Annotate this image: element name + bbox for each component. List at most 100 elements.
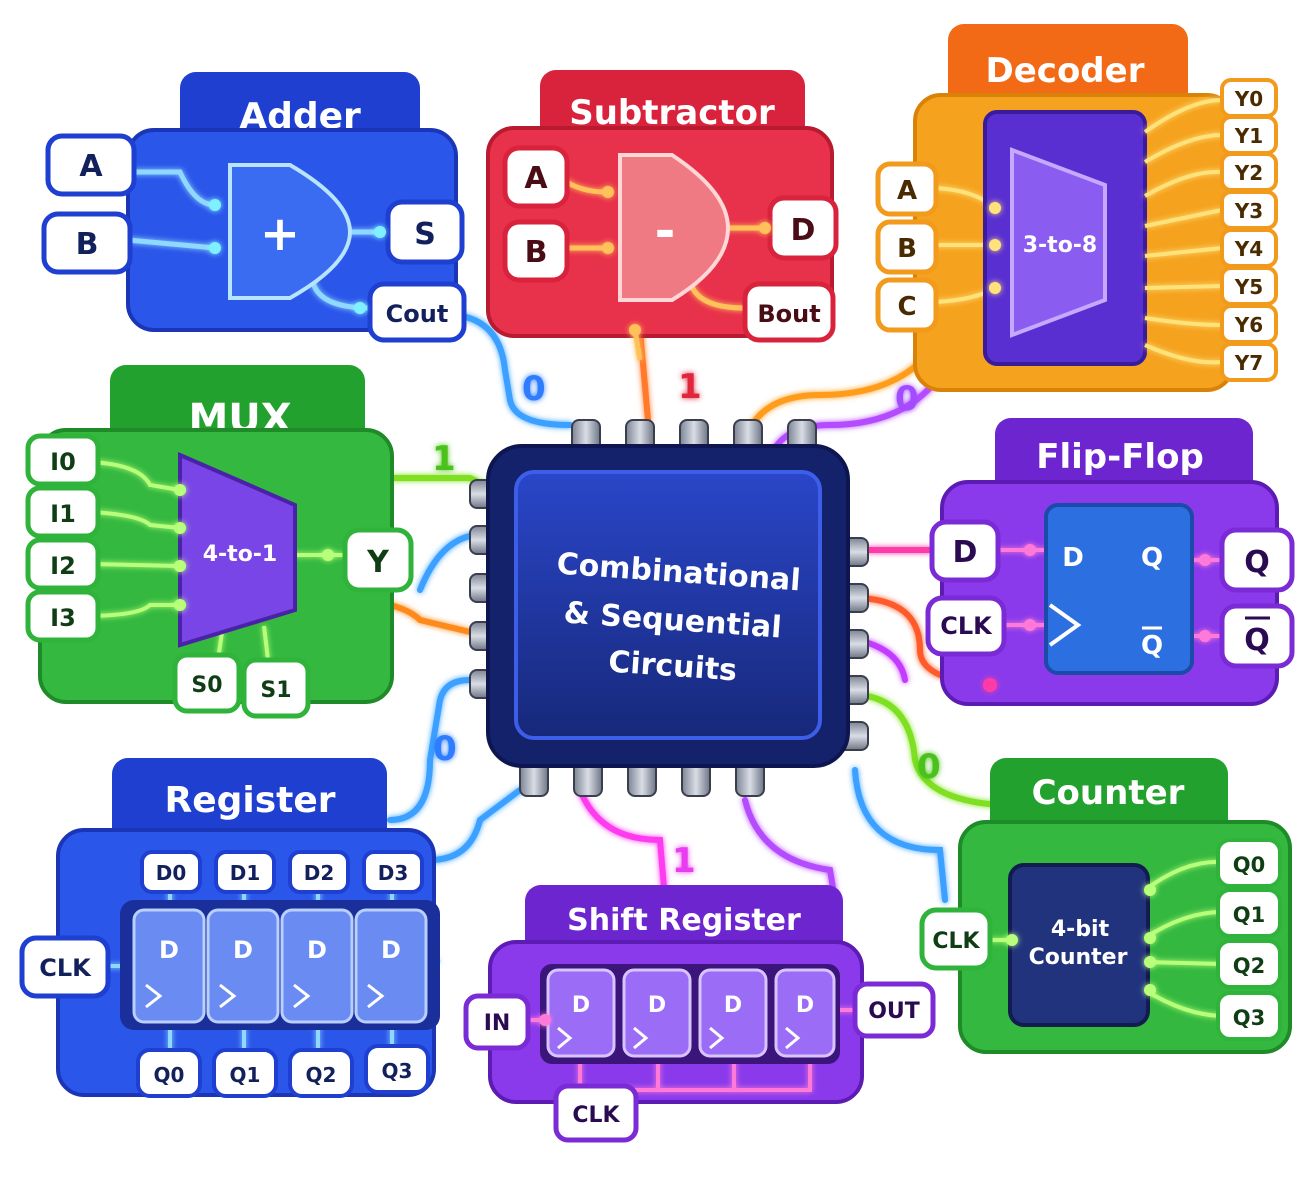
central-chip: Combinational & Sequential Circuits (469, 419, 869, 797)
decoder-out-4: Y4 (1234, 237, 1263, 261)
shift-in: IN (484, 1011, 511, 1036)
counter-out-1: Q1 (1233, 903, 1265, 927)
register-out-3: Q3 (382, 1059, 413, 1083)
wire-register-1 (387, 677, 473, 823)
connection-dots (174, 186, 1211, 1026)
decoder-inputs: A B C (875, 161, 939, 333)
decoder-in-0: A (897, 176, 917, 206)
decoder-out-5: Y5 (1234, 275, 1263, 299)
shift-cell-1: D (648, 993, 666, 1018)
flipflop-clock-triangle (1048, 603, 1082, 647)
wire-counter-1 (857, 692, 1003, 808)
adder-in-a: A (79, 149, 103, 184)
adder-out-s: S (414, 217, 436, 252)
adder-symbol: + (260, 206, 300, 262)
shift-cell-0: D (572, 993, 590, 1018)
adder-gate (228, 163, 353, 300)
adder-module: Adder + A B S Cout (41, 72, 467, 343)
mux-select-1: S1 (260, 678, 291, 703)
decoder-outputs: Y0 Y1 Y2 Y3 Y4 Y5 Y6 Y7 (1220, 78, 1278, 382)
register-module: Register D D D D (19, 758, 441, 1098)
mux-in-0: I0 (50, 448, 76, 476)
register-out-0: Q0 (154, 1063, 185, 1087)
counter-label-line1: 4-bit (1051, 917, 1110, 942)
register-in-2: D2 (304, 861, 335, 885)
register-in-0: D0 (156, 861, 187, 885)
shift-cell-2: D (724, 993, 742, 1018)
wire-shift-1 (577, 787, 668, 903)
wire-register-2 (427, 787, 523, 863)
shift-out: OUT (868, 999, 920, 1024)
counter-out-2: Q2 (1233, 954, 1265, 978)
mux-in-3: I3 (50, 604, 76, 632)
flipflop-title: Flip-Flop (1036, 437, 1204, 477)
shift-clk: CLK (572, 1103, 620, 1128)
subtractor-in-a: A (524, 161, 548, 196)
wire-counter-2 (852, 767, 948, 903)
register-in-1: D1 (230, 861, 261, 885)
register-cell-1: D (233, 936, 253, 964)
flipflop-in-d: D (953, 535, 978, 570)
bit-mux: 1 (432, 439, 456, 479)
mux-in-1: I1 (50, 500, 76, 528)
decoder-module: Decoder 3-to-8 A B C (875, 24, 1278, 392)
decoder-out-7: Y7 (1234, 351, 1263, 375)
register-title: Register (164, 780, 335, 821)
shift-title: Shift Register (567, 903, 801, 938)
mux-in-2: I2 (50, 552, 76, 580)
bit-labels: 0 1 0 1 0 1 0 (432, 367, 941, 881)
bit-subtractor: 1 (678, 367, 702, 407)
decoder-out-1: Y1 (1234, 124, 1263, 148)
decoder-title: Decoder (986, 51, 1145, 91)
bit-shift: 1 (672, 841, 696, 881)
decoder-out-6: Y6 (1234, 313, 1263, 337)
counter-clk: CLK (932, 929, 980, 954)
decoder-out-3: Y3 (1234, 199, 1263, 223)
bit-decoder: 0 (895, 379, 919, 419)
bit-register: 0 (433, 729, 457, 769)
wire-adder (452, 312, 573, 428)
shift-module: Shift Register D D D D IN (463, 885, 936, 1143)
flipflop-inner-d: D (1062, 543, 1084, 573)
mux-module: MUX 4-to-1 I0 I1 I2 I3 Y S0 S1 (25, 365, 414, 719)
mux-label: 4-to-1 (203, 542, 278, 567)
decoder-out-0: Y0 (1234, 87, 1263, 111)
register-out-2: Q2 (306, 1063, 337, 1087)
subtractor-gate (618, 153, 731, 302)
decoder-in-1: B (897, 234, 917, 264)
mux-out: Y (366, 545, 390, 580)
flipflop-block (1044, 503, 1194, 675)
decoder-in-2: C (897, 292, 916, 322)
register-in-3: D3 (378, 861, 409, 885)
register-clk: CLK (39, 954, 92, 982)
subtractor-out-d: D (791, 213, 816, 248)
counter-title: Counter (1032, 773, 1185, 813)
wire-decoder-1 (742, 342, 938, 443)
shift-cell-3: D (796, 993, 814, 1018)
counter-out-0: Q0 (1233, 853, 1265, 877)
register-cell-3: D (381, 936, 401, 964)
register-cell-2: D (307, 936, 327, 964)
subtractor-in-b: B (525, 235, 548, 270)
chip-face (514, 470, 822, 740)
subtractor-out-bout: Bout (757, 300, 820, 328)
wire-subtractor (637, 327, 651, 423)
decoder-out-2: Y2 (1234, 161, 1263, 185)
bit-adder: 0 (522, 369, 546, 409)
flipflop-in-clk: CLK (940, 612, 993, 640)
counter-module: Counter 4-bit Counter CLK Q0 Q1 Q2 Q3 (919, 758, 1292, 1054)
bit-counter: 0 (917, 747, 941, 787)
shift-cells: D D D D (546, 968, 836, 1058)
flipflop-inner-qbar: Q (1141, 631, 1163, 661)
decoder-label: 3-to-8 (1023, 233, 1098, 258)
mux-select-0: S0 (191, 673, 222, 698)
mux-inputs: I0 I1 I2 I3 (25, 433, 101, 643)
adder-in-b: B (76, 227, 99, 262)
register-cell-0: D (159, 936, 179, 964)
subtractor-symbol: - (655, 202, 676, 260)
wire-shift-2 (742, 797, 838, 903)
subtractor-module: Subtractor - A B D Bout (486, 70, 839, 361)
register-inputs: D0 D1 D2 D3 (140, 850, 424, 894)
counter-label-line2: Counter (1029, 945, 1128, 970)
